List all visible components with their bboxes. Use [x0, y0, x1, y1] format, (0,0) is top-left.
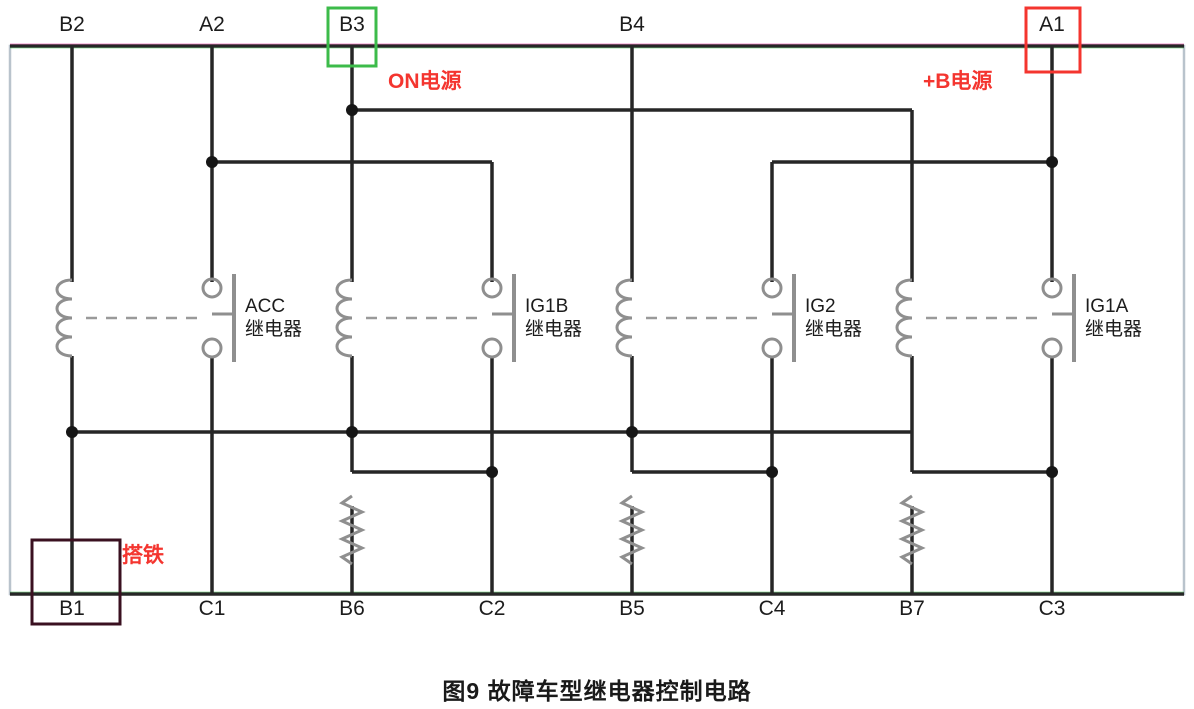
relay-ig1a-sub: 继电器: [1085, 318, 1142, 340]
terminal-label-b1: B1: [59, 597, 85, 620]
node-b2-return: [66, 426, 78, 438]
node-c4-tie: [766, 466, 778, 478]
annotation-on-power: ON电源: [388, 70, 462, 93]
relay-ig2-coil: [615, 278, 634, 358]
relay-ig1b-name: IG1B: [525, 296, 568, 317]
rail-color-overlay: [10, 43, 1184, 593]
node-a1-mid: [1046, 156, 1058, 168]
node-b3-on: [346, 104, 358, 116]
terminal-label-b6: B6: [339, 597, 365, 620]
node-c2-tie: [486, 466, 498, 478]
node-a2-mid: [206, 156, 218, 168]
junction-dots: [66, 104, 1058, 478]
terminal-label-b5: B5: [619, 597, 645, 620]
node-b3-return: [346, 426, 358, 438]
relay-ig1a: IG1A 继电器: [895, 272, 1142, 364]
top-terminal-labels: B2 A2 B3 B4 A1: [59, 13, 1065, 36]
relay-ig1a-coil: [895, 278, 914, 358]
bottom-terminal-labels: B1 C1 B6 C2 B5 C4 B7 C3: [59, 597, 1065, 620]
terminal-label-b7: B7: [899, 597, 925, 620]
relay-acc-name: ACC: [245, 296, 285, 317]
relay-acc-sub: 继电器: [245, 318, 302, 340]
relay-ig1a-name: IG1A: [1085, 296, 1129, 317]
relay-acc: ACC 继电器: [55, 272, 302, 364]
relay-ig1b-coil: [335, 278, 354, 358]
terminal-label-c2: C2: [479, 597, 506, 620]
relay-ig1b: IG1B 继电器: [335, 272, 582, 364]
figure-caption: 图9 故障车型继电器控制电路: [442, 678, 752, 704]
node-c3-tie: [1046, 466, 1058, 478]
highlight-box-b3: [326, 6, 378, 68]
wire-buses: [10, 44, 1184, 596]
terminal-label-b3: B3: [339, 13, 365, 36]
highlight-boxes: [30, 6, 1082, 626]
terminal-label-b2: B2: [59, 13, 85, 36]
terminal-label-c1: C1: [199, 597, 226, 620]
terminal-label-a1: A1: [1039, 13, 1065, 36]
terminal-label-a2: A2: [199, 13, 225, 36]
relay-ig2-switch: [761, 272, 796, 364]
annotations: ON电源 +B电源 搭铁: [122, 70, 992, 567]
annotation-ground: 搭铁: [122, 543, 164, 567]
relay-ig2: IG2 继电器: [615, 272, 862, 364]
diagram-frame: [8, 44, 1186, 596]
terminal-label-b4: B4: [619, 13, 645, 36]
relay-ig1a-switch: [1041, 272, 1076, 364]
relay-ig1b-switch: [481, 272, 516, 364]
relay-acc-switch: [201, 272, 236, 364]
annotation-plus-b-power: +B电源: [923, 70, 992, 93]
relay-acc-coil: [55, 278, 74, 358]
relay-ig2-sub: 继电器: [805, 318, 862, 340]
terminal-label-c3: C3: [1039, 597, 1066, 620]
relay-ig2-name: IG2: [805, 296, 836, 317]
highlight-box-b1: [30, 538, 122, 626]
relay-ig1b-sub: 继电器: [525, 318, 582, 340]
highlight-box-a1: [1024, 6, 1082, 74]
node-b4-return: [626, 426, 638, 438]
terminal-label-c4: C4: [759, 597, 786, 620]
